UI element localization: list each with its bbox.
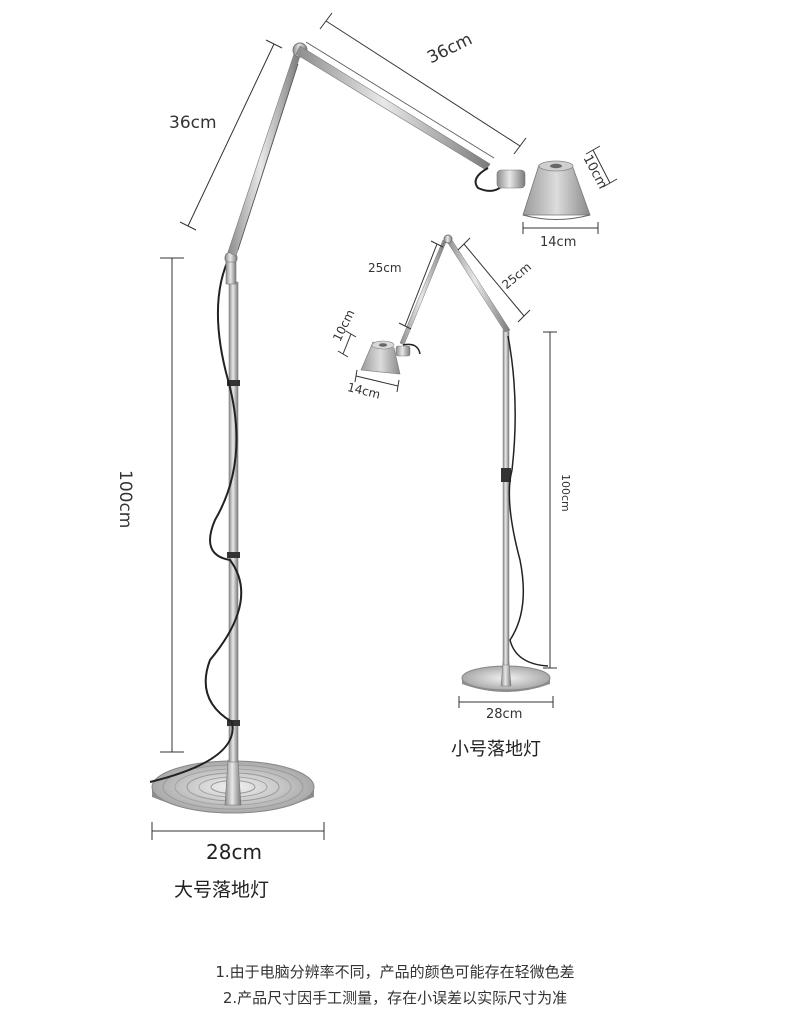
small-lamp-dimensions <box>337 237 557 708</box>
large-lamp-pole <box>228 281 239 763</box>
large-lamp <box>149 12 618 840</box>
small-lamp-base-width-label: 28cm <box>486 707 523 722</box>
note-line-2: 2.产品尺寸因手工测量，存在小误差以实际尺寸为准 <box>222 989 568 1007</box>
large-lamp-dimensions <box>151 12 618 840</box>
small-lamp-name: 小号落地灯 <box>451 739 541 760</box>
note-line-1: 1.由于电脑分辨率不同，产品的颜色可能存在轻微色差 <box>215 963 575 981</box>
large-lamp-shade-width-label: 14cm <box>540 235 577 250</box>
small-lamp-upper-arm <box>399 239 447 346</box>
large-lamp-shade <box>496 160 591 220</box>
large-lamp-base <box>151 759 315 814</box>
small-lamp-cable <box>507 335 549 667</box>
large-lamp-name: 大号落地灯 <box>174 879 270 901</box>
large-lamp-base-width-label: 28cm <box>206 840 262 864</box>
small-lamp-pole-height-label: 100cm <box>559 474 572 512</box>
large-lamp-cable <box>149 251 243 783</box>
large-lamp-lower-arm <box>227 53 301 257</box>
small-lamp-pole <box>502 329 510 666</box>
small-lamp-shade <box>360 340 411 375</box>
large-lamp-pole-height-label: 100cm <box>115 470 135 529</box>
large-lamp-lower-arm-label: 36cm <box>169 113 217 133</box>
small-lamp-lower-arm <box>445 236 511 333</box>
small-lamp-base <box>461 661 551 692</box>
small-lamp <box>337 234 557 708</box>
small-lamp-left-arm-label: 25cm <box>368 261 402 275</box>
